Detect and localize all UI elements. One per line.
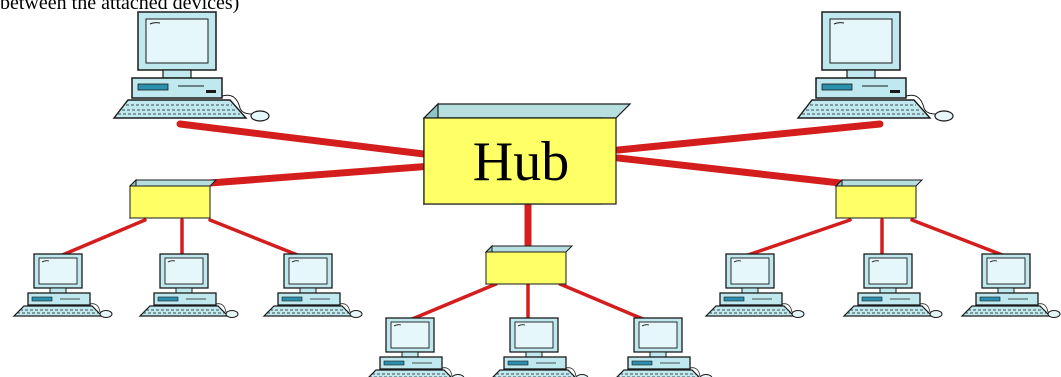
link-hub-switch-left (206, 162, 436, 187)
switch-right (835, 179, 923, 219)
link-hub-switch-right (614, 154, 844, 187)
link-hub-top-left (176, 120, 436, 159)
workstation-top-right (797, 11, 954, 122)
workstation-top-left (113, 11, 270, 122)
switch-center (485, 245, 573, 285)
caption-text: between the attached devices) (0, 0, 240, 14)
workstation-left-2 (139, 253, 239, 319)
link-hub-top-right (614, 120, 884, 154)
link-sl-pc3 (208, 218, 302, 258)
link-sl-pc1 (58, 218, 147, 258)
link-sc-pc3 (558, 282, 652, 324)
workstation-center-3 (613, 317, 713, 377)
hub-box: Hub (422, 102, 632, 206)
link-sr-pc3 (910, 218, 1007, 258)
workstation-right-2 (843, 253, 943, 319)
link-sc-pc1 (403, 282, 498, 324)
workstation-center-2 (489, 317, 589, 377)
link-sr-pc1 (743, 218, 852, 258)
workstation-left-1 (13, 253, 113, 319)
switch-left (129, 179, 217, 219)
workstation-left-3 (263, 253, 363, 319)
workstation-right-3 (961, 253, 1061, 319)
hub-label: Hub (473, 131, 569, 193)
link-lines (58, 120, 1007, 324)
workstation-right-1 (705, 253, 805, 319)
workstation-center-1 (365, 317, 465, 377)
